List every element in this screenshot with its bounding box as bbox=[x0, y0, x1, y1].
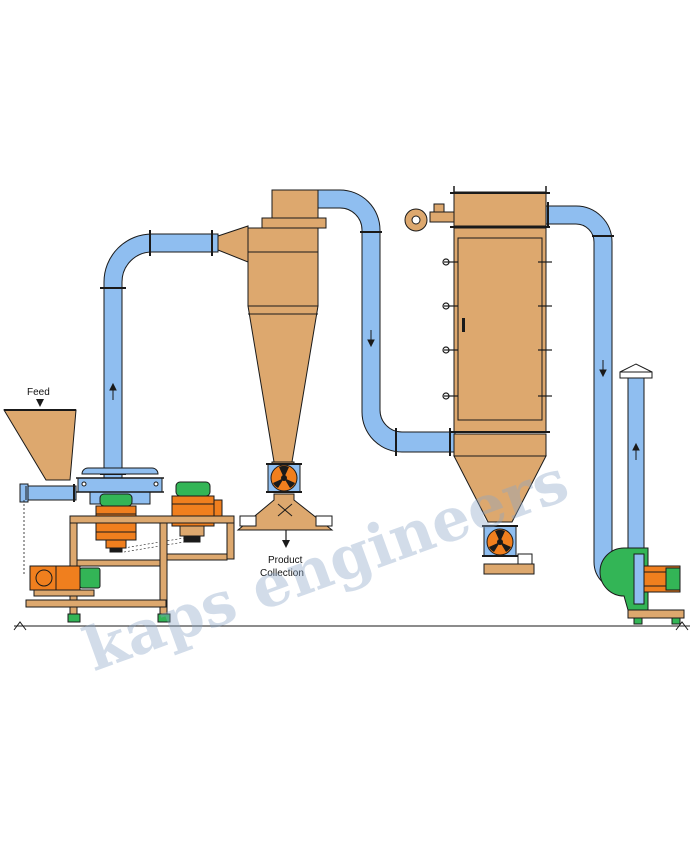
duct-filter-to-fan bbox=[545, 205, 635, 591]
exhaust-fan bbox=[599, 363, 685, 625]
rotary-valve-bag-filter bbox=[482, 525, 518, 557]
feed-hopper bbox=[3, 409, 77, 481]
bag-filter bbox=[450, 186, 550, 523]
classifier-drive-motor bbox=[171, 481, 223, 543]
feeder-drive-motor bbox=[29, 565, 101, 597]
cyclone-separator bbox=[217, 189, 327, 469]
ground-line bbox=[13, 621, 690, 631]
product-collection-label-line2: Collection bbox=[260, 568, 304, 579]
product-outlet-arrow bbox=[282, 530, 290, 548]
feed-inlet-arrow bbox=[36, 399, 44, 407]
feed-screw-conveyor bbox=[19, 483, 77, 503]
product-collection-hopper bbox=[236, 493, 334, 531]
bag-filter-nozzles bbox=[442, 258, 552, 400]
rotary-valve-icon bbox=[270, 464, 298, 492]
pulse-air-blower bbox=[404, 203, 455, 232]
duct-mill-to-cyclone bbox=[103, 233, 219, 481]
rotary-valve-cyclone bbox=[266, 463, 302, 493]
flow-arrows bbox=[109, 330, 640, 460]
bag-filter-valve-base bbox=[483, 553, 535, 575]
duct-cyclone-to-filter bbox=[317, 189, 456, 453]
duct-fan-exhaust bbox=[627, 377, 645, 553]
feed-label: Feed bbox=[27, 387, 50, 398]
product-collection-label-line1: Product bbox=[268, 555, 303, 566]
